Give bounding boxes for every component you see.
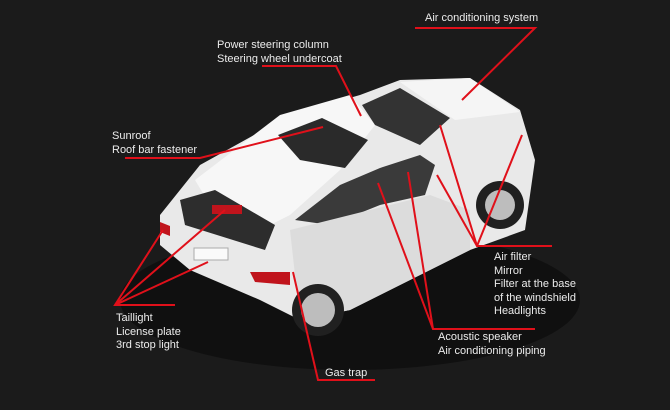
front-rim — [485, 190, 515, 220]
label-line: Sunroof — [112, 130, 151, 142]
side-windows — [295, 155, 435, 225]
line-piping — [407, 171, 434, 330]
label-line: License plate — [116, 325, 181, 338]
third-stop-light — [212, 205, 242, 214]
callout-lines — [113, 27, 552, 381]
line-stop-light — [114, 209, 226, 306]
label-line: Power steering column — [217, 39, 329, 51]
label-line: Headlights — [494, 305, 546, 317]
line-license-plate — [114, 261, 209, 306]
label-line: Filter at the base — [494, 278, 576, 290]
rear-rim — [301, 293, 335, 327]
label-steering: Power steering column Steering wheel und… — [217, 39, 342, 66]
label-air-conditioning: Air conditioning system — [425, 12, 538, 26]
label-line: 3rd stop light — [116, 339, 179, 351]
line-sunroof — [125, 126, 324, 159]
license-plate — [193, 247, 229, 261]
label-line: Roof bar fastener — [112, 143, 197, 156]
rear-window — [180, 190, 275, 250]
label-line: Mirror — [494, 264, 523, 277]
label-line: Air filter — [494, 251, 532, 263]
line-air-conditioning — [415, 27, 538, 101]
line-mirror — [436, 174, 478, 247]
label-line: of the windshield — [494, 291, 576, 304]
line-steering — [262, 65, 362, 117]
taillight-right — [250, 272, 290, 285]
label-line: Air conditioning system — [425, 12, 539, 24]
label-sunroof: Sunroof Roof bar fastener — [112, 130, 197, 157]
label-line: Gas trap — [325, 367, 368, 379]
line-headlights — [476, 134, 523, 247]
label-gas-trap: Gas trap — [325, 367, 367, 381]
label-line: Air conditioning piping — [438, 344, 546, 357]
line-gas-trap — [292, 271, 375, 381]
sunroof-glass — [278, 118, 368, 168]
label-rear: Taillight License plate 3rd stop light — [116, 312, 181, 353]
label-line: Acoustic speaker — [438, 331, 522, 343]
label-line: Taillight — [116, 312, 153, 324]
label-filters: Air filter Mirror Filter at the base of … — [494, 251, 576, 319]
windshield — [362, 88, 450, 145]
side-panel — [290, 195, 470, 320]
label-acoustic: Acoustic speaker Air conditioning piping — [438, 331, 546, 358]
label-line: Steering wheel undercoat — [217, 52, 342, 65]
hood — [400, 78, 520, 120]
